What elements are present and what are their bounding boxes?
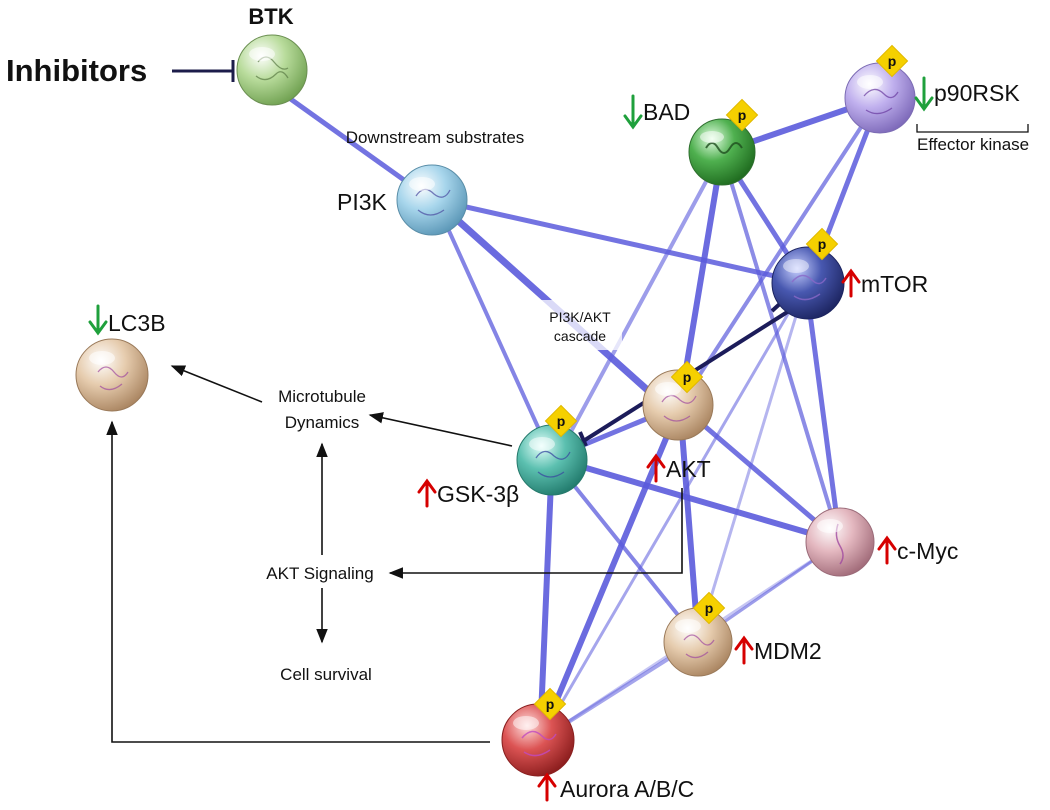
node-akt[interactable] bbox=[642, 369, 714, 441]
label-btk: BTK bbox=[248, 4, 293, 29]
node-bad[interactable] bbox=[688, 118, 756, 186]
label-bad: BAD bbox=[643, 99, 690, 125]
up-arrow-akt bbox=[646, 453, 666, 483]
badge-aurora-text: p bbox=[546, 696, 555, 712]
cascade-label-mask bbox=[538, 300, 622, 350]
label-downstream-substrates: Downstream substrates bbox=[346, 128, 525, 147]
label-akt-signaling: AKT Signaling bbox=[266, 564, 373, 583]
annotation-arrows bbox=[106, 365, 683, 743]
badge-aurora: p bbox=[533, 687, 567, 721]
inhibitor-arrow bbox=[172, 60, 235, 82]
label-p90rsk: p90RSK bbox=[934, 80, 1020, 106]
badge-akt: p bbox=[670, 360, 704, 394]
down-arrow-bad bbox=[623, 94, 643, 130]
label-pi3k: PI3K bbox=[337, 189, 388, 215]
edge-akt-cmyc bbox=[677, 402, 843, 545]
label-cmyc: c-Myc bbox=[897, 538, 958, 564]
label-lc3b: LC3B bbox=[108, 310, 166, 336]
label-akt: AKT bbox=[666, 456, 711, 482]
up-arrow-mtor bbox=[841, 268, 861, 298]
badge-mtor-text: p bbox=[818, 236, 827, 252]
label-aurora: Aurora A/B/C bbox=[560, 776, 694, 802]
up-arrow-gsk3b bbox=[417, 478, 437, 508]
up-arrow-aurora bbox=[537, 772, 557, 802]
edge-mtor-aurora bbox=[538, 281, 808, 742]
label-mdm2: MDM2 bbox=[754, 638, 822, 664]
badge-mdm2: p bbox=[692, 591, 726, 625]
badge-akt-text: p bbox=[683, 369, 692, 385]
label-gsk3b: GSK-3β bbox=[437, 481, 519, 507]
edge-mtor-gsk-inhibit-bar bbox=[578, 431, 588, 447]
edge-p90-akt bbox=[678, 96, 882, 407]
edge-pi3k-mtor bbox=[432, 197, 809, 286]
edge-gsk-aurora bbox=[537, 455, 555, 743]
label-cascade-line2: cascade bbox=[554, 328, 606, 344]
down-arrow-lc3b bbox=[88, 304, 108, 336]
edge-akt-mdm2 bbox=[677, 402, 701, 643]
arrow-gsk-to-microtubule bbox=[368, 412, 513, 447]
node-gsk3b[interactable] bbox=[516, 424, 588, 496]
up-arrow-cmyc bbox=[877, 535, 897, 565]
node-p90rsk[interactable] bbox=[844, 62, 916, 134]
nodes bbox=[75, 34, 916, 777]
node-lc3b[interactable] bbox=[75, 338, 149, 412]
label-mtor: mTOR bbox=[861, 271, 928, 297]
labels: BTK Inhibitors Downstream substrates PI3… bbox=[6, 4, 1029, 802]
arrow-akt-to-aktsignal bbox=[388, 488, 683, 579]
badge-bad: p bbox=[725, 98, 759, 132]
badge-p90rsk: p bbox=[875, 44, 909, 78]
arrow-aurora-to-lc3b bbox=[106, 420, 490, 743]
node-pi3k[interactable] bbox=[396, 164, 468, 236]
edge-btk-pi3k bbox=[282, 92, 428, 198]
label-cell-survival: Cell survival bbox=[280, 665, 372, 684]
node-btk[interactable] bbox=[236, 34, 308, 106]
node-mtor[interactable] bbox=[771, 246, 845, 320]
badge-gsk3b: p bbox=[544, 404, 578, 438]
edge-gsk-cmyc bbox=[549, 455, 843, 545]
badge-p90rsk-text: p bbox=[888, 53, 897, 69]
node-cmyc[interactable] bbox=[805, 507, 875, 577]
up-arrow-mdm2 bbox=[734, 635, 754, 665]
badge-mdm2-text: p bbox=[705, 600, 714, 616]
effector-bracket bbox=[916, 124, 1029, 133]
badge-gsk3b-text: p bbox=[557, 413, 566, 429]
label-inhibitors: Inhibitors bbox=[6, 53, 147, 88]
label-microtubule-line1: Microtubule bbox=[278, 387, 366, 406]
edge-pi3k-gsk bbox=[433, 198, 554, 460]
edge-bad-gsk bbox=[558, 150, 724, 454]
edge-mtor-mdm2 bbox=[696, 281, 808, 642]
label-cascade-line1: PI3K/AKT bbox=[549, 309, 611, 325]
badge-bad-text: p bbox=[738, 107, 747, 123]
badge-mtor: p bbox=[805, 227, 839, 261]
edge-mtor-cmyc bbox=[803, 280, 843, 545]
arrow-microtubule-to-lc3b bbox=[170, 365, 263, 403]
edge-gsk-mdm2 bbox=[550, 456, 700, 642]
regulation-arrows bbox=[88, 76, 934, 802]
phospho-badges: p p p p p p p bbox=[533, 44, 909, 721]
label-effector-kinase: Effector kinase bbox=[917, 135, 1029, 154]
edge-bad-cmyc bbox=[720, 150, 842, 544]
node-mdm2[interactable] bbox=[663, 607, 733, 677]
down-arrow-p90rsk bbox=[914, 76, 934, 112]
label-microtubule-line2: Dynamics bbox=[285, 413, 360, 432]
node-aurora[interactable] bbox=[501, 703, 575, 777]
